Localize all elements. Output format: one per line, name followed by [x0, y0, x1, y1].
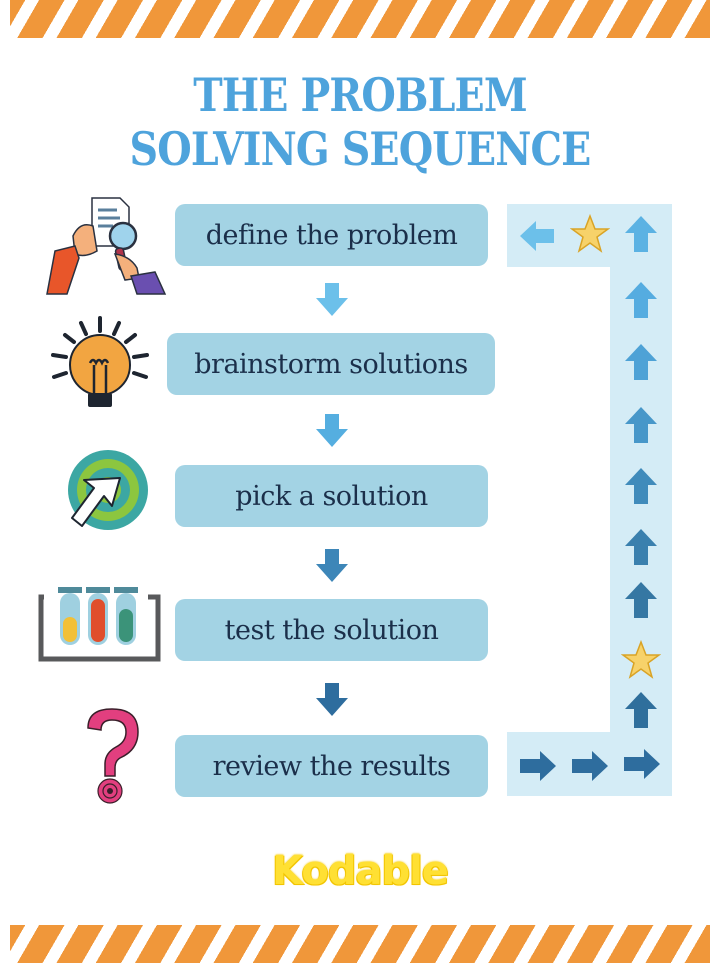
title-line-1: THE PROBLEM — [193, 68, 527, 122]
step-pick-a-solution: pick a solution — [175, 465, 488, 527]
step-label: test the solution — [224, 614, 439, 646]
arrow-down-icon — [316, 414, 348, 447]
top-stripe-border — [10, 0, 710, 38]
arrow-left-icon — [520, 221, 554, 251]
question-mark-icon — [87, 708, 139, 804]
arrow-down-icon — [316, 283, 348, 316]
step-define-the-problem: define the problem — [175, 204, 488, 266]
step-test-the-solution: test the solution — [175, 599, 488, 661]
arrow-right-icon — [624, 749, 660, 779]
magnifying-glass-document-icon — [46, 197, 167, 295]
arrow-up-icon — [625, 468, 657, 504]
star-icon — [621, 640, 661, 679]
lightbulb-icon — [51, 316, 149, 407]
arrow-right-icon — [572, 751, 608, 781]
arrow-up-icon — [625, 692, 657, 728]
step-label: pick a solution — [235, 480, 428, 512]
step-label: define the problem — [205, 219, 458, 251]
arrow-up-icon — [625, 582, 657, 618]
target-cursor-icon — [68, 450, 148, 530]
arrow-up-icon — [625, 216, 657, 252]
arrow-up-icon — [625, 529, 657, 565]
kodable-logo: Kodable — [272, 848, 449, 894]
test-tubes-icon — [38, 587, 161, 662]
star-icon — [570, 214, 610, 253]
step-label: brainstorm solutions — [194, 348, 468, 380]
bottom-stripe-border — [10, 925, 710, 963]
arrow-up-icon — [625, 407, 657, 443]
arrow-up-icon — [625, 344, 657, 380]
step-brainstorm-solutions: brainstorm solutions — [167, 333, 495, 395]
step-review-the-results: review the results — [175, 735, 488, 797]
arrow-up-icon — [625, 282, 657, 318]
arrow-down-icon — [316, 549, 348, 582]
title-line-2: SOLVING SEQUENCE — [129, 122, 592, 176]
arrow-down-icon — [316, 683, 348, 716]
step-label: review the results — [212, 750, 451, 782]
arrow-right-icon — [520, 751, 556, 781]
